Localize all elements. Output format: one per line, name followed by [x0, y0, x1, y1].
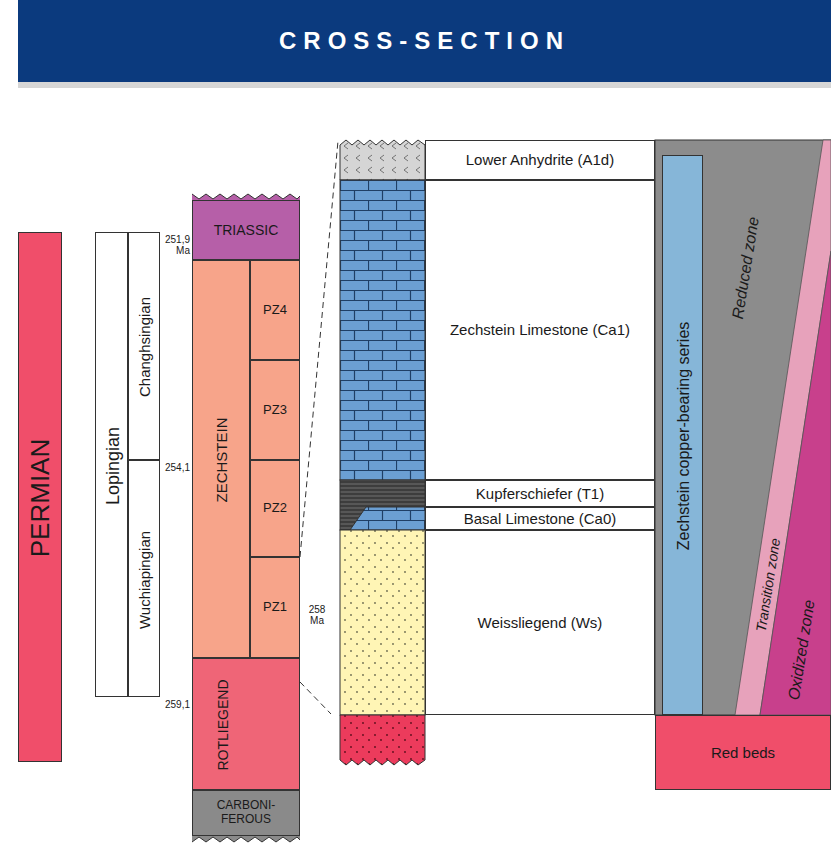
node-text: CARBONI- FEROUS: [211, 799, 281, 827]
reduced-zone-area: [655, 140, 831, 715]
age-label: 254,1: [161, 462, 190, 473]
node-text: Basal Limestone (Ca0): [464, 510, 617, 527]
stage-band: Wuchiapingian: [128, 460, 160, 697]
shale-layer: [340, 480, 425, 530]
oxidized-zone-band: [760, 251, 831, 715]
cycle-band: PZ2: [250, 460, 300, 557]
layer-label-box: Kupferschiefer (T1): [425, 480, 655, 507]
zone-label: Reduced zone: [731, 185, 761, 350]
node-text: PZ4: [263, 303, 287, 318]
cycle-band: PZ3: [250, 360, 300, 460]
node-text: Changhsingian: [136, 297, 153, 397]
node-text: PZ3: [263, 403, 287, 418]
node-text: PZ2: [263, 501, 287, 516]
cycle-band: PZ4: [250, 260, 300, 360]
header-shadow: [18, 82, 831, 88]
title: CROSS-SECTION: [18, 0, 831, 82]
layer-label-box: Weissliegend (Ws): [425, 530, 655, 715]
node-text: Lopingian: [102, 426, 123, 504]
node-text: PERMIAN: [26, 439, 56, 557]
node-text: PZ1: [263, 600, 287, 615]
zigzag-bottom: [192, 836, 300, 842]
period-band: CARBONI- FEROUS: [192, 790, 300, 836]
series-bar: Zechstein copper-bearing series: [662, 155, 703, 715]
group-band: ROTLIEGEND: [192, 658, 300, 790]
anhydrite-layer: [340, 140, 425, 180]
age-label: 259,1: [161, 699, 190, 710]
stage-band: Changhsingian: [128, 232, 160, 460]
zone-label: Oxidized zone: [787, 590, 817, 710]
node-text: Kupferschiefer (T1): [476, 485, 604, 502]
group-band: ZECHSTEIN: [192, 260, 250, 658]
basal-limestone-wedge: [350, 507, 425, 530]
node-text: Zechstein copper-bearing series: [674, 322, 692, 551]
rock-unit-box: Red beds: [655, 715, 831, 790]
node-text: ROTLIEGEND: [215, 679, 231, 770]
node-text: Lower Anhydrite (A1d): [466, 151, 614, 168]
zigzag-bottom-line: [192, 837, 300, 842]
limestone-layer: [340, 180, 425, 480]
node-text: Oxidized zone: [785, 598, 819, 701]
node-text: Transition zone: [753, 537, 784, 633]
period-band: TRIASSIC: [192, 200, 300, 260]
correlation-line: [300, 141, 338, 557]
node-text: ZECHSTEIN: [213, 417, 230, 502]
correlation-line: [300, 682, 331, 714]
age-label: 251,9 Ma: [161, 234, 190, 256]
layer-label-box: Lower Anhydrite (A1d): [425, 140, 655, 180]
cycle-band: PZ1: [250, 557, 300, 658]
red-bed-layer: [340, 715, 425, 765]
zigzag-top-line: [192, 194, 300, 199]
layer-label-box: Basal Limestone (Ca0): [425, 507, 655, 530]
node-text: Reduced zone: [729, 215, 763, 320]
node-text: Red beds: [711, 744, 775, 761]
layer-label-box: Zechstein Limestone (Ca1): [425, 180, 655, 480]
age-label: 258 Ma: [303, 604, 331, 626]
node-text: Weissliegend (Ws): [478, 614, 603, 631]
epoch-band: Lopingian: [95, 232, 128, 697]
node-text: Zechstein Limestone (Ca1): [450, 321, 630, 338]
node-text: Wuchiapingian: [136, 530, 153, 628]
sandstone-layer: [340, 530, 425, 715]
node-text: TRIASSIC: [214, 222, 279, 238]
zone-label: Transition zone: [754, 515, 782, 655]
period-band: PERMIAN: [18, 232, 62, 762]
